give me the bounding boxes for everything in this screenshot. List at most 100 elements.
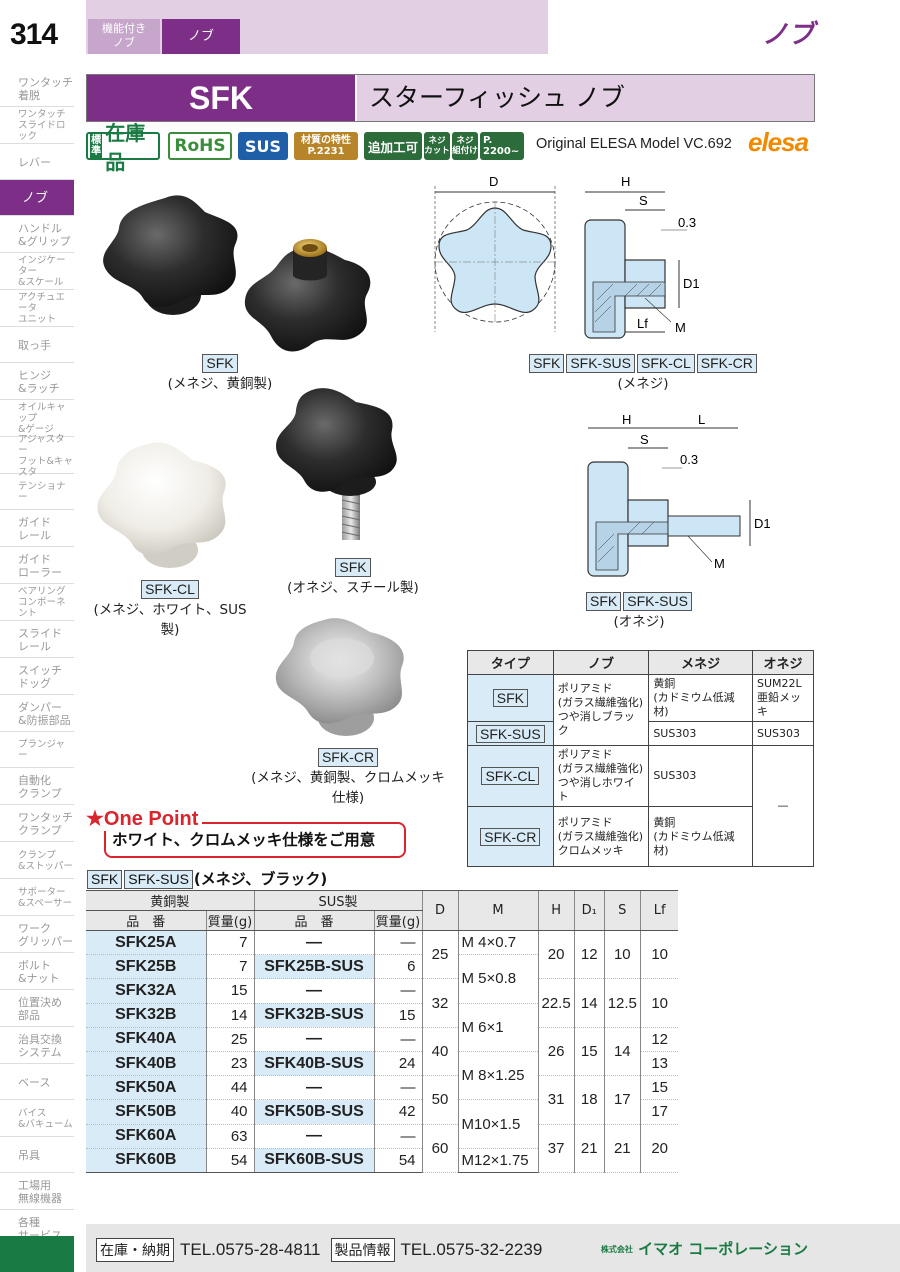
sidebar-item[interactable]: アクチュエータユニット xyxy=(0,290,74,327)
sidebar-item-line1: サポーター xyxy=(18,886,66,898)
caption-sfk-female-desc: (メネジ、黄銅製) xyxy=(167,376,273,392)
mat-row-male: — xyxy=(752,745,814,867)
sidebar-item[interactable]: スライドレール xyxy=(0,621,74,658)
sidebar-item[interactable]: ヒンジ&ラッチ xyxy=(0,363,74,400)
sidebar-item[interactable]: 吊具 xyxy=(0,1137,74,1173)
sidebar-item[interactable]: サポーター&スペーサー xyxy=(0,879,74,916)
sidebar-item-line1: 工場用 xyxy=(18,1178,51,1192)
mass-sus: 54 xyxy=(373,1148,422,1173)
sidebar-item[interactable]: 位置決め部品 xyxy=(0,990,74,1027)
thread-cut-line1: ネジ xyxy=(428,136,446,146)
sidebar-item-line2: システム xyxy=(18,1045,62,1059)
sidebar-item[interactable]: ワンタッチ着脱 xyxy=(0,70,74,107)
sidebar-item-line2: &スケール xyxy=(18,277,64,288)
material-property-badge[interactable]: 材質の特性 P.2231 xyxy=(294,132,358,160)
knob-line: (ガラス繊維強化) xyxy=(557,696,644,709)
dim-d: 32 xyxy=(421,978,458,1028)
sidebar-item[interactable]: ハンドル&グリップ xyxy=(0,216,74,253)
sidebar-item[interactable]: インジケーター&スケール xyxy=(0,253,74,290)
sidebar-item[interactable]: オイルキャップ&ゲージ xyxy=(0,400,74,437)
sidebar-item[interactable]: ワンタッチスライドロック xyxy=(0,107,74,144)
thread-cut-line2: カット xyxy=(424,146,450,156)
col-part-brass: 品 番 xyxy=(86,910,206,931)
product-name: スターフィッシュ ノブ xyxy=(355,75,814,121)
sidebar-item[interactable]: ダンパー&防振部品 xyxy=(0,695,74,732)
sidebar-item-label: ワンタッチ着脱 xyxy=(18,76,73,102)
sidebar-item[interactable]: ボルト&ナット xyxy=(0,953,74,990)
group-brass: 黄銅製 xyxy=(86,890,254,911)
material-property-page: P.2231 xyxy=(307,146,345,157)
part-number-sus: — xyxy=(253,1075,374,1101)
part-number-sus: — xyxy=(253,1027,374,1052)
photo-sfk-male xyxy=(276,388,397,540)
dim-d1: 12 xyxy=(573,930,605,980)
sidebar-item-line2: クランプ xyxy=(18,823,62,837)
sidebar-item[interactable]: プランジャー xyxy=(0,732,74,768)
sidebar-item[interactable]: バイス&バキューム xyxy=(0,1100,74,1137)
stock-inquiry-tel[interactable]: TEL.0575-28-4811 xyxy=(180,1240,321,1259)
label-s: S xyxy=(640,432,649,447)
part-number-brass: SFK60A xyxy=(86,1124,206,1149)
material-property-label: 材質の特性 xyxy=(301,135,351,146)
sidebar-item-line1: 位置決め xyxy=(18,995,62,1009)
sidebar-item[interactable]: ベアリングコンポーネント xyxy=(0,584,74,621)
knob-line: クロムメッキ xyxy=(557,843,624,857)
breadcrumb-parent[interactable]: 機能付き ノブ xyxy=(88,19,160,54)
dim-m: M 8×1.25 xyxy=(457,1051,538,1101)
sidebar-item[interactable]: クランプ&ストッパー xyxy=(0,842,74,879)
sidebar-item-line1: ワンタッチ xyxy=(18,810,73,824)
thread-assembly-line1: ネジ xyxy=(456,136,474,146)
female-line: 黄銅 xyxy=(653,677,676,690)
dim-s: 17 xyxy=(603,1075,641,1125)
sidebar-item[interactable]: スイッチドッグ xyxy=(0,658,74,695)
sidebar-item-line1: ボルト xyxy=(18,958,51,972)
machining-page-badge[interactable]: P. 2200~ xyxy=(480,132,524,160)
part-number-brass: SFK32B xyxy=(86,1003,206,1028)
sidebar-item[interactable]: 自動化クランプ xyxy=(0,768,74,805)
dim-d1: 15 xyxy=(573,1027,605,1077)
sidebar-item[interactable]: 工場用無線機器 xyxy=(0,1173,74,1210)
spec-tag-sfk: SFK xyxy=(87,870,123,889)
caption-sfk-cl-desc: (メネジ、ホワイト、SUS製) xyxy=(93,602,247,638)
product-info-tel[interactable]: TEL.0575-32-2239 xyxy=(400,1240,543,1259)
sidebar-item-line2: &グリップ xyxy=(18,234,71,248)
sidebar-item[interactable]: テンショナー xyxy=(0,474,74,510)
sidebar-item[interactable]: ガイドローラー xyxy=(0,547,74,584)
sidebar-item-line1: 自動化 xyxy=(18,773,51,787)
part-number-sus: — xyxy=(253,1124,374,1149)
footer-accent xyxy=(0,1236,74,1272)
sidebar-item[interactable]: ガイドレール xyxy=(0,510,74,547)
sidebar-item[interactable]: 治具交換システム xyxy=(0,1027,74,1064)
sidebar-item-line1: ワーク xyxy=(18,921,51,935)
label-s: S xyxy=(639,193,648,208)
part-number-sus: SFK32B-SUS xyxy=(253,1003,374,1028)
sidebar-item-label: スライドレール xyxy=(18,627,62,653)
sidebar-item[interactable]: レバー xyxy=(0,144,74,180)
mass-sus: 24 xyxy=(373,1051,422,1077)
sidebar-item[interactable]: ベース xyxy=(0,1064,74,1100)
knob-neck xyxy=(293,248,327,281)
sidebar-item[interactable]: ワークグリッパー xyxy=(0,916,74,953)
sidebar-item[interactable]: ノブ xyxy=(0,180,74,216)
product-code: SFK xyxy=(87,75,355,121)
mass-brass: 23 xyxy=(205,1051,254,1077)
sidebar-item[interactable]: ワンタッチクランプ xyxy=(0,805,74,842)
tag-sfk-cr: SFK-CR xyxy=(317,748,379,767)
sidebar-item[interactable]: 取っ手 xyxy=(0,327,74,363)
caption-sfk-male: SFK (オネジ、スチール製) xyxy=(278,558,428,598)
sidebar-item-line1: レバー xyxy=(18,155,51,169)
sidebar-item-line2: スライドロック xyxy=(18,120,66,142)
sidebar-item-label: テンショナー xyxy=(18,481,74,503)
group-sus: SUS製 xyxy=(253,890,422,911)
thread-assembly-badge: ネジ 組付け xyxy=(452,132,478,160)
sidebar-item-label: アクチュエータユニット xyxy=(18,292,74,325)
sidebar-item-label: アジャスターフット&キャスタ xyxy=(18,434,74,478)
sidebar-item-line1: ガイド xyxy=(18,552,51,566)
sidebar-item[interactable]: アジャスターフット&キャスタ xyxy=(0,434,74,478)
breadcrumb-current[interactable]: ノブ xyxy=(162,19,240,54)
sidebar-item-line1: 各種 xyxy=(18,1215,40,1229)
